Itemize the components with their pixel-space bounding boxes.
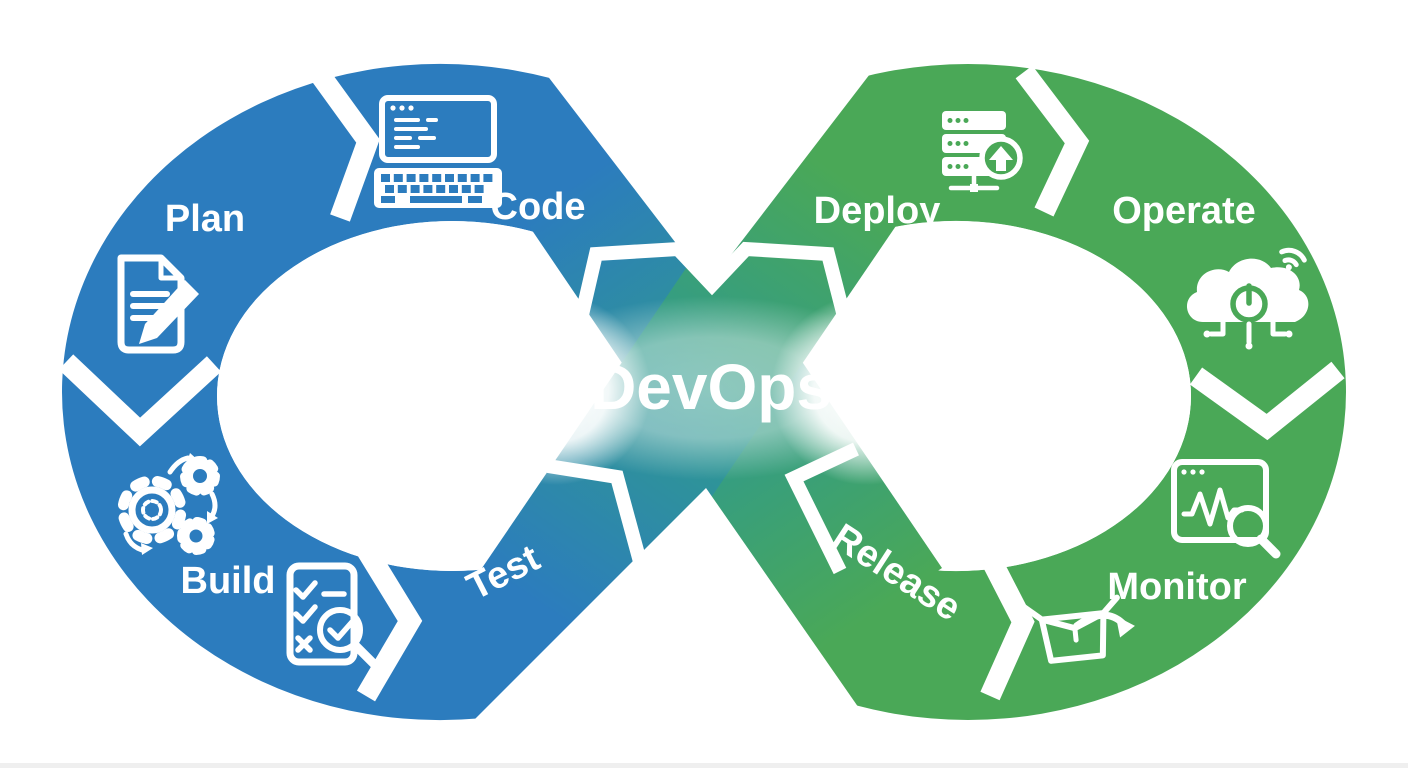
code-window-keyboard-icon xyxy=(374,95,502,208)
chevron-divider-release-monitor-icon xyxy=(976,545,1035,701)
stage-label-monitor: Monitor xyxy=(1107,566,1247,608)
chevron-divider-plan-build-icon xyxy=(58,354,222,447)
bottom-edge-strip xyxy=(0,763,1408,768)
stage-label-operate: Operate xyxy=(1112,190,1256,232)
power-glyph xyxy=(1230,283,1268,323)
document-pencil-icon xyxy=(117,254,199,354)
server-leds xyxy=(947,118,969,169)
server-upload-icon xyxy=(942,111,1023,192)
keyboard-keys xyxy=(381,174,493,203)
open-box-arrow-icon xyxy=(1021,594,1135,664)
chevron-divider-plan-code-icon xyxy=(309,65,380,222)
stage-label-build: Build xyxy=(181,560,276,602)
white-gap-top-wedge xyxy=(520,40,896,285)
cloud-power-icon xyxy=(1186,247,1309,350)
chevron-divider-deploy-operate-icon xyxy=(1015,65,1090,217)
window-pulse-magnifier-icon xyxy=(1171,459,1281,559)
chevron-divider-build-test-icon xyxy=(355,540,423,702)
white-gap-bottom-wedge xyxy=(470,488,870,724)
center-title: DevOps xyxy=(590,351,832,423)
center-glow xyxy=(511,296,911,480)
chevron-divider-operate-monitor-icon xyxy=(1189,361,1345,441)
stage-label-plan: Plan xyxy=(165,198,245,240)
stage-label-code: Code xyxy=(491,186,586,228)
crossing-top-seam xyxy=(571,241,855,334)
checklist-magnifier-icon xyxy=(286,562,379,669)
stage-label-deploy: Deploy xyxy=(814,190,941,232)
gears-icon xyxy=(117,453,220,555)
